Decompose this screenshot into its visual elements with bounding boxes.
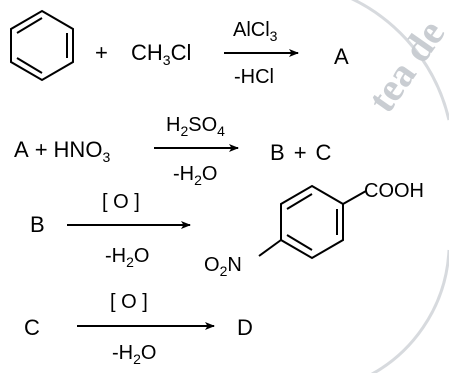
- byproduct-water: -H2O: [105, 245, 149, 270]
- reaction-2: A+HNO3 H2SO4 -H2O B+C: [14, 114, 332, 188]
- nitro-group: O2N: [204, 254, 242, 279]
- reactant-b: B: [30, 212, 45, 237]
- nitrobenzoic-acid-structure: COOH O2N: [204, 180, 424, 279]
- bond-to-cooh: [342, 190, 367, 205]
- reaction-1: + CH3Cl AlCl3 -HCl A: [10, 9, 349, 88]
- byproduct-water: -H2O: [112, 342, 156, 367]
- catalyst-h2so4: H2SO4: [166, 114, 225, 139]
- bond-to-no2: [258, 239, 282, 257]
- product-d: D: [237, 315, 253, 340]
- products-b-c: B+C: [270, 140, 332, 165]
- carboxyl-group: COOH: [364, 180, 424, 202]
- reaction-3: B [ O ] -H2O COOH O2N: [30, 180, 424, 279]
- plus-sign: +: [95, 40, 108, 65]
- reaction-4: C [ O ] -H2O D: [24, 291, 253, 367]
- product-a: A: [334, 44, 349, 69]
- catalyst-alcl3: AlCl3: [233, 19, 278, 44]
- byproduct-water: -H2O: [173, 163, 217, 188]
- oxidant-label: [ O ]: [110, 291, 148, 313]
- reagent-ch3cl: CH3Cl: [131, 40, 191, 68]
- benzene-ring-icon: [10, 9, 74, 82]
- watermark-text: tea de: [359, 12, 449, 121]
- benzene-ring-icon: [258, 184, 367, 260]
- oxidant-label: [ O ]: [102, 191, 140, 213]
- byproduct-hcl: -HCl: [234, 66, 274, 88]
- reactant-a: A+HNO3: [14, 137, 110, 165]
- reactant-c: C: [24, 315, 40, 340]
